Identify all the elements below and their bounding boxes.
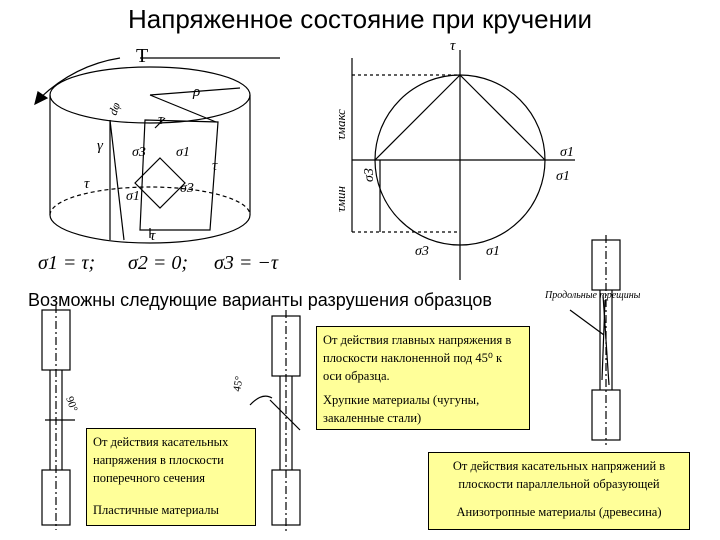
tau-label-bottom: τ bbox=[150, 228, 156, 244]
specimen-brittle bbox=[249, 310, 301, 532]
cylinder-figure bbox=[34, 57, 280, 244]
note-anisotropic: От действия касательных напряжений в пло… bbox=[428, 452, 690, 530]
note-brittle-materials: Хрупкие материалы (чугуны, закаленные ст… bbox=[323, 393, 480, 425]
note-plastic: От действия касательных напряжения в пло… bbox=[86, 428, 256, 526]
specimen-plastic bbox=[41, 305, 75, 530]
tau-label-right: τ bbox=[212, 158, 218, 174]
formula-sigma3: σ3 = −τ bbox=[214, 252, 279, 274]
note-shear-parallel: От действия касательных напряжений в пло… bbox=[452, 459, 666, 491]
torque-arrow bbox=[39, 57, 121, 99]
note-anisotropic-materials: Анизотропные материалы (древесина) bbox=[456, 505, 662, 519]
surface-element bbox=[139, 119, 219, 231]
radius-label: ρ bbox=[192, 84, 200, 100]
gamma-label: γ bbox=[97, 138, 104, 154]
tau-max-label: τмакс bbox=[333, 109, 348, 140]
longitudinal-crack bbox=[602, 294, 610, 386]
sigma3-left-label: σ3 bbox=[362, 168, 377, 182]
sigma3-label-top: σ3 bbox=[132, 145, 146, 160]
sigma3-bottom-label: σ3 bbox=[415, 244, 429, 259]
principal-element bbox=[134, 157, 186, 209]
cylinder-bottom-back bbox=[49, 186, 251, 216]
radius-line-2 bbox=[149, 94, 217, 123]
dphi-label: dφ bbox=[106, 100, 124, 117]
specimen-2-crack bbox=[269, 399, 301, 431]
mohr-line-right bbox=[459, 74, 546, 161]
formula-sigma1: σ1 = τ; bbox=[38, 252, 96, 274]
tau-label-left: τ bbox=[84, 176, 90, 192]
cracks-label: Продольные трещины bbox=[544, 290, 641, 301]
cylinder-bottom-front bbox=[49, 214, 251, 244]
note-plastic-materials: Пластичные материалы bbox=[93, 503, 219, 517]
mohr-tau-axis-label: τ bbox=[450, 38, 456, 54]
sigma1-bottom-label: σ1 bbox=[486, 244, 500, 259]
note-principal-45: От действия главных напряжения в плоскос… bbox=[323, 333, 512, 383]
torque-arrowhead bbox=[34, 91, 49, 106]
tau-min-label: τмин bbox=[333, 186, 348, 212]
note-brittle: От действия главных напряжения в плоскос… bbox=[316, 326, 530, 430]
mohr-line-left bbox=[374, 74, 461, 161]
tau-label-top: τ bbox=[158, 112, 164, 128]
specimen-anisotropic bbox=[569, 235, 621, 445]
angle-45-label: 45° bbox=[231, 375, 245, 392]
radius-line bbox=[149, 87, 241, 96]
mohr-diagram bbox=[351, 50, 575, 280]
page-title: Напряженное состояние при кручении bbox=[128, 4, 592, 34]
sigma-axis-label: σ1 bbox=[560, 145, 574, 160]
formula-sigma2: σ2 = 0; bbox=[128, 252, 189, 274]
angle-90-label: 90° bbox=[63, 395, 80, 414]
twisted-generator-line bbox=[109, 119, 125, 241]
note-shear-cross-section: От действия касательных напряжения в пло… bbox=[93, 435, 229, 485]
sigma1-label-bottom: σ1 bbox=[126, 189, 140, 204]
fracture-variants-heading: Возможны следующие варианты разрушения о… bbox=[28, 290, 492, 310]
sigma3-label-bottom: σ3 bbox=[180, 181, 194, 196]
sigma1-label-top: σ1 bbox=[176, 145, 190, 160]
torque-label: T bbox=[136, 45, 148, 67]
sigma1-right-label: σ1 bbox=[556, 169, 570, 184]
